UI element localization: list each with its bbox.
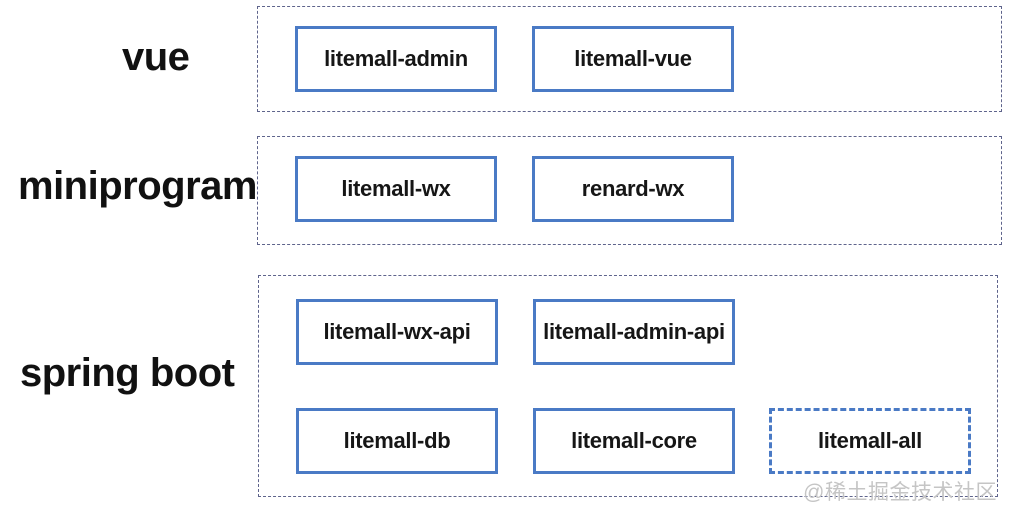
module-box-litemall-wx: litemall-wx: [295, 156, 497, 222]
module-label: litemall-wx: [341, 176, 451, 201]
module-box-litemall-db: litemall-db: [296, 408, 498, 474]
module-label: litemall-core: [571, 428, 697, 453]
tier-label-miniprogram: miniprogram: [18, 164, 257, 208]
module-label: litemall-db: [343, 428, 451, 453]
module-label: renard-wx: [581, 176, 685, 201]
group-vue: litemall-admin litemall-vue: [257, 6, 1002, 112]
group-spring-boot: litemall-wx-api litemall-admin-api litem…: [258, 275, 998, 497]
module-label: litemall-admin-api: [543, 319, 725, 344]
module-box-renard-wx: renard-wx: [532, 156, 734, 222]
module-label: litemall-all: [818, 428, 922, 453]
module-box-litemall-wx-api: litemall-wx-api: [296, 299, 498, 365]
module-box-litemall-admin: litemall-admin: [295, 26, 497, 92]
module-box-litemall-vue: litemall-vue: [532, 26, 734, 92]
module-label: litemall-vue: [574, 46, 692, 71]
tier-label-spring-boot: spring boot: [20, 351, 235, 395]
group-miniprogram: litemall-wx renard-wx: [257, 136, 1002, 245]
module-label: litemall-wx-api: [323, 319, 471, 344]
module-box-litemall-core: litemall-core: [533, 408, 735, 474]
module-label: litemall-admin: [324, 46, 468, 71]
module-box-litemall-all: litemall-all: [769, 408, 971, 474]
tier-label-vue: vue: [122, 35, 190, 79]
watermark-juejin: @稀土掘金技术社区: [803, 481, 997, 504]
module-box-litemall-admin-api: litemall-admin-api: [533, 299, 735, 365]
